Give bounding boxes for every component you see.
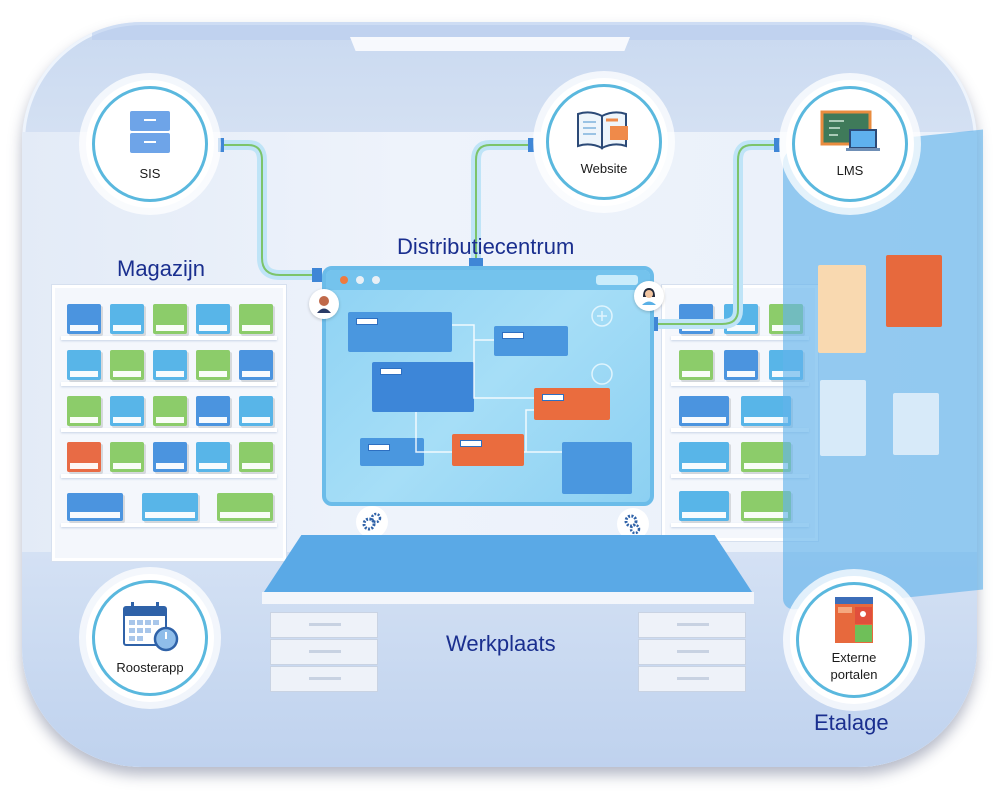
storage-box (67, 442, 101, 472)
folder-icon (452, 434, 524, 466)
user-avatar (309, 289, 339, 319)
node-label-line1: Externe (831, 650, 877, 665)
storage-box (741, 491, 791, 521)
calendar-clock-icon (123, 601, 179, 651)
window-dot-icon (372, 276, 380, 284)
node-website: Website (540, 78, 668, 206)
folder-icon (348, 312, 452, 352)
folder-icon (360, 438, 424, 466)
storage-box (724, 350, 758, 380)
storage-box (217, 493, 273, 521)
node-roosterapp: Roosterapp (86, 574, 214, 702)
storage-box (142, 493, 198, 521)
storage-box (110, 442, 144, 472)
storage-box (741, 442, 791, 472)
storage-box (67, 396, 101, 426)
screen-search-bar (596, 275, 638, 285)
plus-icon (591, 305, 613, 327)
folder-icon (494, 326, 568, 356)
window-dot-icon (340, 276, 348, 284)
storage-box (679, 442, 729, 472)
ceiling-light (350, 37, 630, 51)
storage-box (741, 396, 791, 426)
werkplaats-desk-surface (262, 535, 754, 595)
node-label: Website (580, 160, 628, 176)
distributiecentrum-screen (322, 266, 654, 506)
book-cart-icon (577, 110, 628, 150)
screen-titlebar (326, 270, 650, 290)
storage-box (153, 442, 187, 472)
storage-box (67, 304, 101, 334)
storage-box (239, 396, 273, 426)
gears-icon (617, 508, 649, 540)
node-lms: LMS (786, 80, 914, 208)
storage-box (196, 396, 230, 426)
storage-box (679, 491, 729, 521)
storage-box (239, 442, 273, 472)
storage-box (196, 350, 230, 380)
storage-box (67, 493, 123, 521)
poster (818, 265, 866, 353)
magazijn-shelf (52, 285, 286, 561)
storage-box (110, 396, 144, 426)
node-sis: SIS (86, 80, 214, 208)
folder-icon (372, 362, 474, 412)
node-label: Externe portalen (831, 649, 878, 683)
storage-box (153, 304, 187, 334)
folder-icon (534, 388, 610, 420)
chalkboard-laptop-icon (820, 110, 880, 151)
node-externe-portalen: Externe portalen (790, 576, 918, 704)
zone-title-werkplaats: Werkplaats (446, 631, 556, 656)
window-dot-icon (356, 276, 364, 284)
storage-box (239, 304, 273, 334)
desk-edge (262, 592, 754, 604)
filing-cabinet-icon (130, 110, 170, 153)
etalage-display (783, 129, 983, 611)
zone-title-etalage: Etalage (814, 710, 889, 735)
storage-box (239, 350, 273, 380)
ceiling (92, 22, 912, 40)
flow-lines (415, 305, 613, 453)
crop-icon (591, 363, 613, 385)
storage-box (153, 396, 187, 426)
poster (820, 380, 866, 456)
storage-box (724, 304, 758, 334)
storage-box (679, 350, 713, 380)
node-label: SIS (139, 165, 161, 181)
storage-box (67, 350, 101, 380)
zone-title-magazijn: Magazijn (117, 256, 206, 281)
storage-box (196, 442, 230, 472)
portal-window-icon (835, 597, 873, 643)
storage-box (110, 350, 144, 380)
node-label: Roosterapp (116, 659, 184, 675)
desk-drawers-left (270, 612, 378, 693)
storage-box (196, 304, 230, 334)
storage-box (679, 396, 729, 426)
poster (893, 393, 939, 455)
data-card (562, 442, 632, 494)
desk-drawers-right (638, 612, 746, 693)
gears-icon (356, 506, 388, 538)
node-label-line2: portalen (830, 667, 878, 682)
storage-box (110, 304, 144, 334)
storage-box (679, 304, 713, 334)
zone-title-distributiecentrum: Distributiecentrum (397, 234, 575, 259)
storage-box (153, 350, 187, 380)
user-avatar (634, 281, 664, 311)
poster (886, 255, 942, 327)
node-label: LMS (836, 162, 864, 178)
